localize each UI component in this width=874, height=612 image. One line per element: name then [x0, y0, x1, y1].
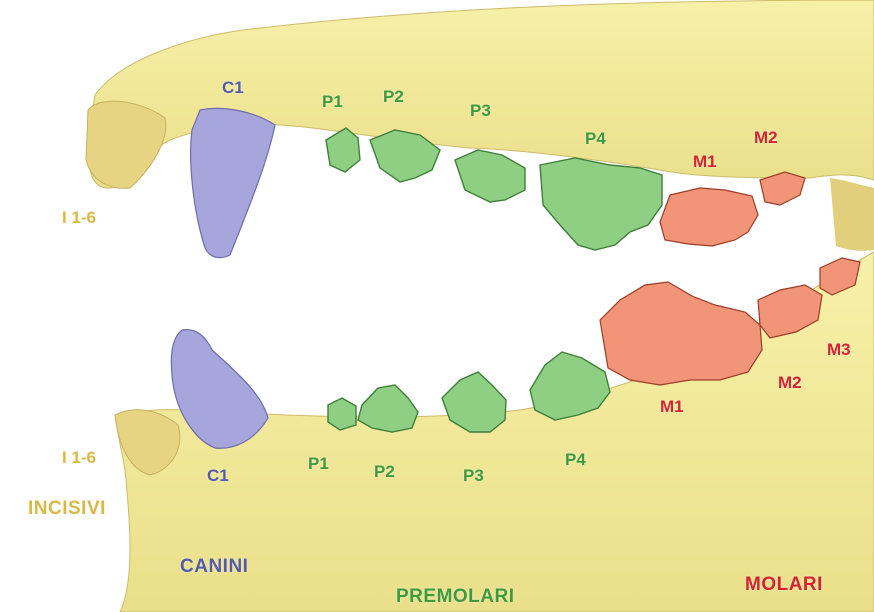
- upper-p3-tooth: [455, 150, 525, 202]
- lower-m2-label: M2: [778, 373, 802, 393]
- lower-m1-tooth: [600, 282, 762, 385]
- upper-c1-label: C1: [222, 78, 244, 98]
- lower-c1-label: C1: [207, 466, 229, 486]
- upper-p1-tooth: [326, 128, 360, 172]
- lower-p2-tooth: [358, 385, 418, 432]
- upper-incisors-label: I 1-6: [62, 208, 96, 228]
- legend-canines: CANINI: [180, 556, 248, 578]
- jaw-hinge-shadow: [830, 178, 874, 251]
- legend-molars: MOLARI: [745, 574, 823, 596]
- lower-m1-label: M1: [660, 397, 684, 417]
- upper-canine-tooth: [191, 108, 275, 257]
- lower-p1-label: P1: [308, 454, 329, 474]
- upper-p3-label: P3: [470, 101, 491, 121]
- upper-incisor-area: [86, 101, 166, 188]
- upper-p2-label: P2: [383, 87, 404, 107]
- upper-p4-label: P4: [585, 129, 606, 149]
- upper-p1-label: P1: [322, 92, 343, 112]
- upper-m2-label: M2: [754, 128, 778, 148]
- lower-p4-label: P4: [565, 450, 586, 470]
- upper-p4-tooth: [540, 158, 662, 250]
- lower-incisors-label: I 1-6: [62, 448, 96, 468]
- legend-incisors: INCISIVI: [28, 498, 106, 520]
- lower-p3-label: P3: [463, 466, 484, 486]
- upper-m1-label: M1: [693, 152, 717, 172]
- legend-premolars: PREMOLARI: [396, 586, 515, 608]
- lower-p2-label: P2: [374, 462, 395, 482]
- lower-p1-tooth: [328, 398, 356, 430]
- upper-m1-tooth: [660, 188, 758, 246]
- lower-m3-label: M3: [827, 340, 851, 360]
